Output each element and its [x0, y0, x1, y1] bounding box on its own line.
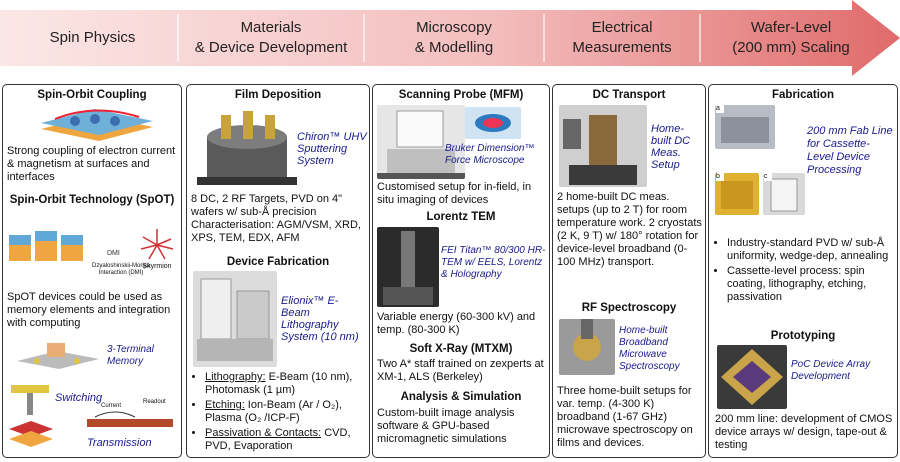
caption-dc-setup: Home-built DC Meas. Setup — [651, 123, 691, 171]
heading-device-fabrication: Device Fabrication — [226, 256, 330, 268]
label-readout: Readout — [143, 399, 166, 405]
label-skyrmion: Skyrmion — [142, 263, 172, 270]
bullet-passivation: Passivation & Contacts: CVD, PVD, Evapor… — [205, 427, 367, 453]
stage-microscopy: Microscopy & Modelling — [414, 19, 494, 56]
skyrmion-illustration: DMI — [9, 229, 174, 261]
list-fabrication: Lithography: E-Beam (10 nm), Photomask (… — [193, 371, 367, 455]
bullet-etching: Etching: Ion-Beam (Ar / O₂), Plasma (O₂ … — [205, 399, 367, 425]
heading-analysis-simulation: Analysis & Simulation — [400, 391, 522, 403]
afm-image — [377, 105, 465, 179]
stage-wafer-scaling: Wafer-Level (200 mm) Scaling — [732, 19, 850, 56]
caption-transmission: Transmission — [87, 437, 152, 449]
bullet-lithography: Lithography: E-Beam (10 nm), Photomask (… — [205, 371, 367, 397]
rf-setup-image — [559, 319, 615, 375]
label-current: Current — [101, 403, 122, 409]
column-wafer-scaling: Fabrication a b c 200 mm Fab Line for Ca… — [708, 84, 898, 458]
tem-image — [377, 227, 439, 307]
text-spin-orbit-coupling: Strong coupling of electron current & ma… — [7, 145, 176, 183]
column-electrical: DC Transport Home-built DC Meas. Setup 2… — [552, 84, 706, 458]
sputtering-system-image — [197, 111, 297, 185]
heading-film-deposition: Film Deposition — [234, 89, 322, 101]
bullet-pvd: Industry-standard PVD w/ sub-Å uniformit… — [727, 237, 895, 263]
heading-fabrication: Fabrication — [772, 89, 834, 101]
device-array-image — [717, 345, 787, 409]
transmission-illustration — [87, 411, 173, 427]
heading-spot: Spin-Orbit Technology (SpOT) — [9, 194, 175, 206]
memory-device-illustration — [17, 343, 99, 369]
text-mfm: Customised setup for in-field, in situ i… — [377, 181, 532, 206]
label-b: b — [716, 173, 724, 181]
stage-materials: Materials & Device Development — [194, 19, 348, 56]
bullet-cassette: Cassette-level process: spin coating, li… — [727, 265, 895, 304]
switching-illustration — [9, 385, 53, 447]
label-a: a — [716, 105, 724, 113]
label-dmi: Dzyaloshinskii-Moriya Interaction (DMI) — [91, 263, 150, 276]
stage-spin-physics: Spin Physics — [49, 29, 136, 46]
caption-fab-line: 200 mm Fab Line for Cassette-Level Devic… — [807, 125, 893, 176]
text-analysis-simulation: Custom-built image analysis software & G… — [377, 407, 515, 445]
text-dc-transport: 2 home-built DC meas. setups (up to 2 T)… — [557, 191, 702, 268]
caption-chiron-sputtering: Chiron™ UHV Sputtering System — [297, 131, 367, 167]
text-film-deposition: 8 DC, 2 RF Targets, PVD on 4" wafers w/ … — [191, 193, 361, 244]
ebeam-lithography-image — [193, 271, 277, 367]
heading-spin-orbit-coupling: Spin-Orbit Coupling — [37, 89, 147, 101]
text-spot-devices: SpOT devices could be used as memory ele… — [7, 291, 171, 329]
heading-dc-transport: DC Transport — [592, 89, 666, 101]
heading-prototyping: Prototyping — [770, 330, 836, 342]
svg-text:DMI: DMI — [107, 250, 120, 257]
stage-electrical: Electrical Measurements — [572, 19, 672, 56]
fab-line-image-a — [715, 105, 775, 149]
dc-setup-image — [559, 105, 647, 187]
caption-3-terminal-memory: 3-Terminal Memory — [107, 344, 154, 367]
text-prototyping: 200 mm line: development of CMOS device … — [715, 413, 893, 451]
list-fabrication-wafer: Industry-standard PVD w/ sub-Å uniformit… — [715, 237, 895, 306]
column-materials: Film Deposition Chiron™ UHV Sputtering S… — [186, 84, 370, 458]
column-spin-physics: Spin-Orbit Coupling Strong coupling of e… — [2, 84, 182, 458]
process-arrow — [0, 0, 900, 76]
caption-switching: Switching — [55, 392, 103, 404]
text-soft-xray: Two A* staff trained on zexperts at XM-1… — [377, 358, 544, 383]
label-c: c — [764, 173, 772, 181]
caption-fei-titan: FEI Titan™ 80/300 HR-TEM w/ EELS, Lorent… — [441, 245, 546, 280]
caption-elionix: Elionix™ E-Beam Lithography System (10 n… — [281, 295, 359, 343]
caption-bruker: Bruker Dimension™ Force Microscope — [445, 143, 535, 166]
mfm-pattern-image — [465, 107, 521, 139]
heading-rf-spectroscopy: RF Spectroscopy — [581, 302, 677, 314]
heading-scanning-probe: Scanning Probe (MFM) — [398, 89, 524, 101]
caption-rf-setup: Home-built Broadband Microwave Spectrosc… — [619, 325, 680, 372]
text-lorentz-tem: Variable energy (60-300 kV) and temp. (8… — [377, 311, 536, 336]
text-rf-spectroscopy: Three home-built setups for var. temp. (… — [557, 385, 693, 449]
heading-lorentz-tem: Lorentz TEM — [426, 211, 496, 223]
column-microscopy: Scanning Probe (MFM) Bruker Dimension™ F… — [372, 84, 550, 458]
caption-poc-array: PoC Device Array Development — [791, 359, 871, 382]
spin-orbit-illustration — [41, 109, 153, 141]
heading-soft-xray: Soft X-Ray (MTXM) — [409, 343, 513, 355]
